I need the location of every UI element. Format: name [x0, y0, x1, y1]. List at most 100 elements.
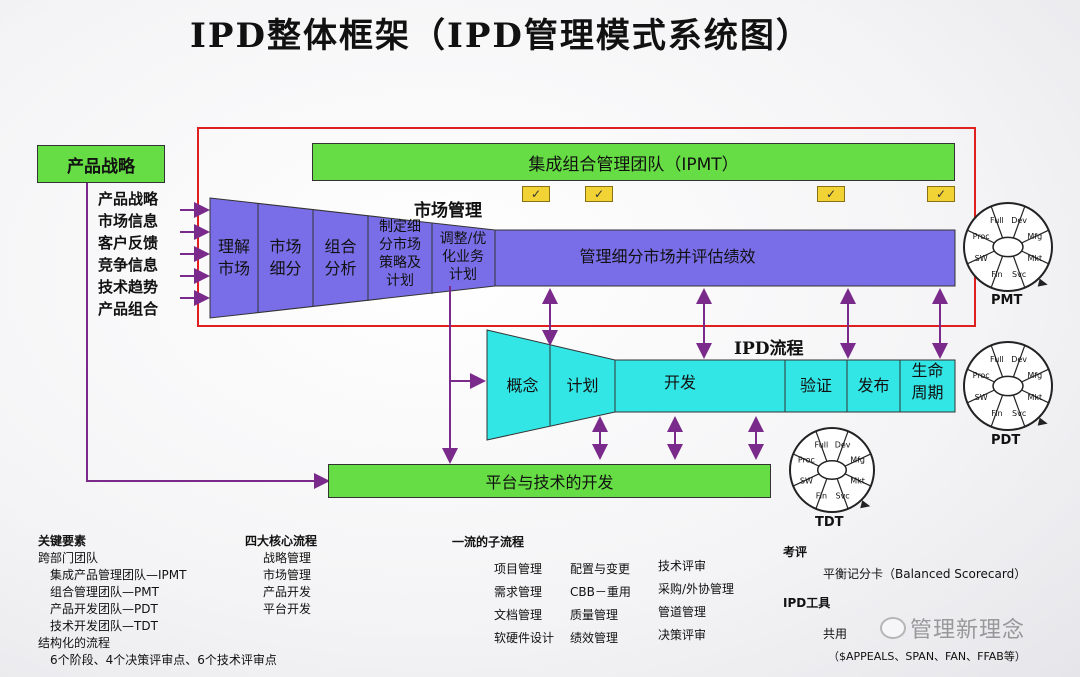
- wheel-segment-label: Svc: [835, 492, 849, 501]
- key-elements-line: 组合管理团队—PMT: [50, 585, 159, 599]
- wheel-segment-label: SW: [975, 393, 988, 402]
- manage-segment-label: 管理细分市场并评估绩效: [579, 247, 756, 266]
- wheel-label-tdt: TDT: [815, 515, 844, 530]
- sub-process-item: 文档管理: [494, 608, 543, 622]
- key-elements-line: 6个阶段、4个决策评审点、6个技术评审点: [50, 653, 277, 667]
- wheel-spoke: [967, 388, 997, 404]
- key-elements-line: 集成产品管理团队—IPMT: [50, 568, 187, 582]
- wheel-segment-label: Fin: [816, 492, 827, 501]
- sub-process-item: 采购/外协管理: [658, 582, 735, 596]
- ipd-step-plan: 计划: [566, 376, 599, 395]
- wheel-spoke: [1019, 229, 1049, 245]
- wheel-spoke: [967, 249, 997, 265]
- wheel-arrow-icon: [1037, 417, 1048, 426]
- key-elements-line: 技术开发团队—TDT: [50, 619, 158, 633]
- ipmt-label: 集成组合管理团队（IPMT）: [528, 154, 739, 175]
- core-processes-heading: 四大核心流程: [245, 534, 318, 548]
- wheel-hub: [992, 375, 1024, 397]
- wheel-segment-label: Fin: [991, 270, 1002, 279]
- wheel-arrow-icon: [1037, 278, 1048, 287]
- wheel-spoke: [815, 430, 828, 463]
- wechat-icon: [880, 617, 906, 639]
- wheel-segment-label: Dev: [1011, 355, 1027, 364]
- ipd-tools-heading: IPD工具: [783, 596, 831, 610]
- wheel-spoke: [1012, 254, 1026, 288]
- wheel-segment-label: SW: [975, 254, 988, 263]
- key-elements-line: 产品开发团队—PDT: [50, 602, 158, 616]
- core-process-item: 产品开发: [263, 585, 312, 599]
- wheel-spoke: [1012, 393, 1026, 427]
- wheel-spoke: [990, 206, 1004, 240]
- wheel-segment-label: Full: [990, 355, 1004, 364]
- market-step-understand: 理解市场: [217, 237, 250, 278]
- input-item: 产品组合: [98, 300, 159, 318]
- wheel-spoke: [792, 472, 821, 487]
- wheel-segment-label: Mfg: [850, 455, 865, 464]
- wheel-segment-label: Proc: [798, 455, 815, 464]
- market-step-strategy: 制定细分市场策略及计划: [379, 219, 421, 289]
- wheel-hub: [992, 236, 1024, 258]
- wheel-spoke: [967, 229, 997, 245]
- wheel-spoke: [967, 368, 997, 384]
- wheel-segment-label: Full: [815, 440, 829, 449]
- sub-process-item: 配置与变更: [570, 562, 631, 576]
- sub-processes-col1: 项目管理 需求管理 文档管理 软硬件设计: [494, 558, 574, 650]
- inputs-list: 产品战略 市场信息 客户反馈 竞争信息 技术趋势 产品组合: [98, 188, 178, 320]
- product-strategy-box: 产品战略: [37, 145, 165, 183]
- sub-process-item: 项目管理: [494, 562, 543, 576]
- input-item: 市场信息: [98, 212, 159, 230]
- wheel-spoke: [1019, 368, 1049, 384]
- check-icon: ✓: [585, 186, 613, 202]
- sub-process-item: 管道管理: [658, 605, 707, 619]
- market-step-adjust: 调整/优化业务计划: [439, 231, 487, 283]
- sub-process-item: 软硬件设计: [494, 631, 555, 645]
- wheel-spoke: [1019, 388, 1049, 404]
- check-icon: ✓: [927, 186, 955, 202]
- product-strategy-label: 产品战略: [67, 156, 135, 177]
- key-elements: 关键要素 跨部门团队 集成产品管理团队—IPMT 组合管理团队—PMT 产品开发…: [38, 533, 298, 669]
- core-process-item: 市场管理: [263, 568, 312, 582]
- input-item: 客户反馈: [98, 234, 159, 252]
- ipmt-bar: 集成组合管理团队（IPMT）: [312, 143, 955, 181]
- ipd-flow-label: IPD流程: [734, 339, 804, 359]
- market-management-label: 市场管理: [414, 201, 482, 221]
- wheel-spoke: [815, 477, 828, 510]
- wheel-spoke: [836, 430, 849, 463]
- wheel-spoke: [792, 453, 821, 468]
- sub-process-item: 质量管理: [570, 608, 619, 622]
- wheel-segment-label: Mkt: [1027, 254, 1042, 263]
- sub-process-item: CBB－重用: [570, 585, 631, 599]
- wheel-spoke: [843, 453, 872, 468]
- core-processes: 四大核心流程 战略管理 市场管理 产品开发 平台开发: [245, 533, 365, 618]
- wheel-spoke: [1019, 249, 1049, 265]
- wheel-spoke: [836, 477, 849, 510]
- core-process-item: 平台开发: [263, 602, 312, 616]
- key-elements-line: 跨部门团队: [38, 551, 99, 565]
- wheel-segment-label: Mfg: [1027, 232, 1042, 241]
- sub-processes-col2: 配置与变更 CBB－重用 质量管理 绩效管理: [570, 558, 658, 650]
- ipd-step-release: 发布: [857, 376, 890, 395]
- watermark-text: 管理新理念: [910, 618, 1026, 643]
- wheel-segment-label: SW: [800, 477, 813, 486]
- input-item: 技术趋势: [98, 278, 159, 296]
- ipd-step-lifecycle: 生命周期: [911, 361, 944, 402]
- wheel-segment-label: Mkt: [850, 477, 865, 486]
- watermark: 管理新理念: [880, 612, 1025, 644]
- sub-processes-col3: 技术评审 采购/外协管理 管道管理 决策评审: [658, 555, 768, 647]
- check-icon: ✓: [817, 186, 845, 202]
- wheel-segment-label: Svc: [1012, 409, 1026, 418]
- page-title: IPD整体框架（IPD管理模式系统图）: [190, 16, 812, 56]
- key-elements-heading: 关键要素: [38, 534, 87, 548]
- sub-process-item: 决策评审: [658, 628, 707, 642]
- input-item: 产品战略: [98, 190, 159, 208]
- market-step-segment: 市场细分: [269, 237, 302, 278]
- wheel-spoke: [990, 254, 1004, 288]
- wheel-segment-label: Proc: [973, 371, 990, 380]
- wheel-label-pdt: PDT: [991, 433, 1021, 448]
- ipd-tools-line1: 共用: [823, 627, 848, 641]
- market-step-portfolio: 组合分析: [324, 237, 357, 278]
- ipd-tools-line2: （$APPEALS、SPAN、FAN、FFAB等）: [828, 650, 1026, 663]
- evaluation-heading: 考评: [783, 545, 808, 559]
